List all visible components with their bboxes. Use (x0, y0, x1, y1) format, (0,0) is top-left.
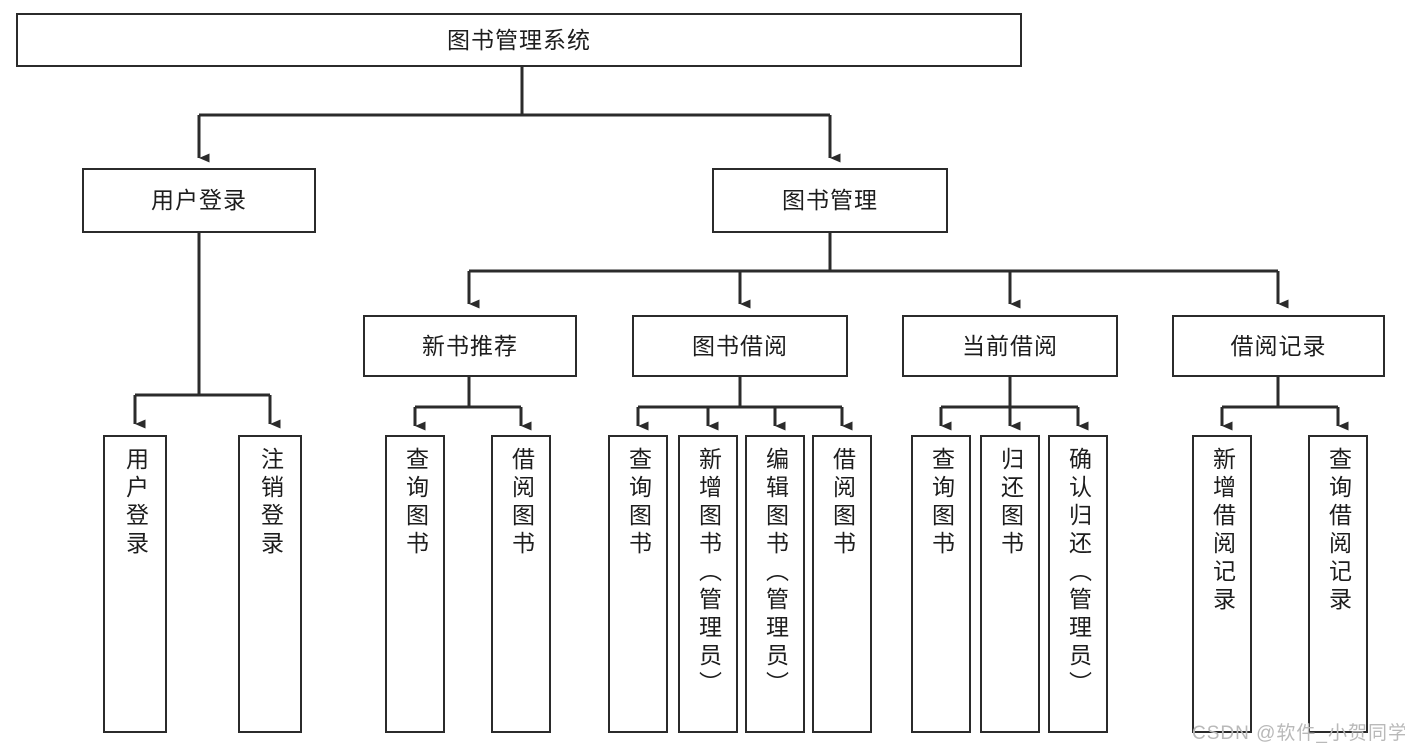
leaf-record-add-record[interactable]: 新增借阅记录 (1192, 435, 1252, 733)
leaf-current-query-book[interactable]: 查询图书 (911, 435, 971, 733)
node-label: 用户登录 (122, 447, 149, 559)
leaf-recommend-borrow-book[interactable]: 借阅图书 (491, 435, 551, 733)
watermark-text: CSDN @软件_小贺同学 (1192, 723, 1405, 744)
leaf-recommend-query-book[interactable]: 查询图书 (385, 435, 445, 733)
node-root-system[interactable]: 图书管理系统 (16, 13, 1022, 67)
node-label: 图书管理 (782, 187, 878, 214)
node-label: 注销登录 (257, 447, 284, 559)
leaf-borrow-add-book-admin[interactable]: 新增图书（管理员） (678, 435, 738, 733)
leaf-user-login-signout[interactable]: 注销登录 (238, 435, 302, 733)
node-label: 归还图书 (997, 447, 1024, 559)
leaf-current-confirm-return-admin[interactable]: 确认归还（管理员） (1048, 435, 1108, 733)
node-label: 查询图书 (928, 447, 955, 559)
node-label: 用户登录 (151, 187, 247, 214)
node-label: 借阅记录 (1230, 332, 1327, 359)
node-book-management[interactable]: 图书管理 (712, 168, 948, 233)
node-label: 借阅图书 (829, 447, 856, 559)
node-label: 当前借阅 (962, 332, 1058, 359)
leaf-current-return-book[interactable]: 归还图书 (980, 435, 1040, 733)
node-label: 编辑图书（管理员） (762, 447, 789, 699)
node-user-login[interactable]: 用户登录 (82, 168, 316, 233)
node-label: 图书借阅 (692, 332, 788, 359)
node-label: 查询借阅记录 (1325, 447, 1352, 615)
node-label: 新增图书（管理员） (695, 447, 722, 699)
node-label: 查询图书 (625, 447, 652, 559)
node-label: 确认归还（管理员） (1065, 447, 1092, 699)
node-new-book-recommend[interactable]: 新书推荐 (363, 315, 577, 377)
leaf-borrow-edit-book-admin[interactable]: 编辑图书（管理员） (745, 435, 805, 733)
node-label: 查询图书 (402, 447, 429, 559)
node-book-borrow[interactable]: 图书借阅 (632, 315, 848, 377)
leaf-borrow-query-book[interactable]: 查询图书 (608, 435, 668, 733)
leaf-record-query-record[interactable]: 查询借阅记录 (1308, 435, 1368, 733)
leaf-borrow-borrow-book[interactable]: 借阅图书 (812, 435, 872, 733)
node-borrow-record[interactable]: 借阅记录 (1172, 315, 1385, 377)
node-label: 新书推荐 (422, 332, 518, 359)
node-current-borrow[interactable]: 当前借阅 (902, 315, 1118, 377)
node-label: 新增借阅记录 (1209, 447, 1236, 615)
node-label: 借阅图书 (508, 447, 535, 559)
node-label: 图书管理系统 (447, 26, 591, 53)
leaf-user-login-signin[interactable]: 用户登录 (103, 435, 167, 733)
